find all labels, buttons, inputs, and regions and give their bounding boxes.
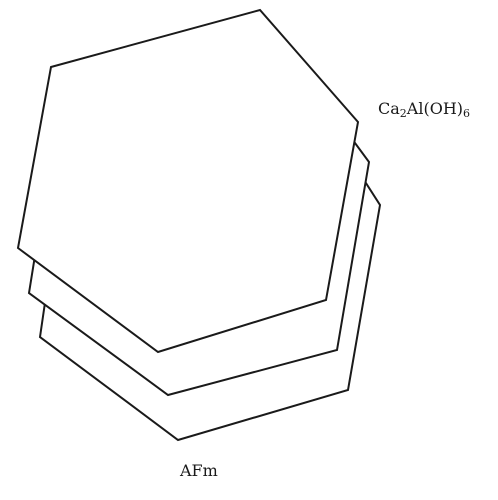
formula-ca: Ca bbox=[378, 99, 400, 118]
formula-al-oh: Al(OH) bbox=[406, 99, 464, 118]
formula-sub-oh: 6 bbox=[463, 107, 471, 120]
phase-label: AFm bbox=[180, 461, 218, 480]
layer-formula-label: Ca2Al(OH)6 bbox=[378, 99, 471, 120]
formula-sub-ca: 2 bbox=[399, 107, 407, 120]
hexagonal-layer-top bbox=[16, 8, 360, 354]
